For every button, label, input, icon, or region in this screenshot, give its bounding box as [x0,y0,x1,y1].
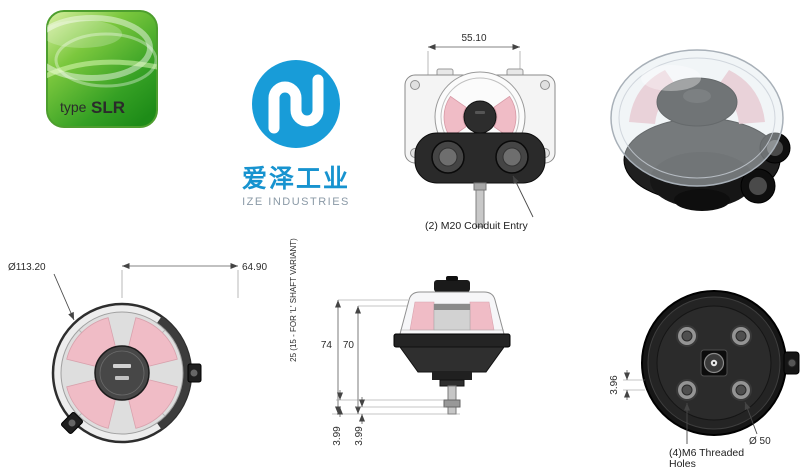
front-view-drawing [393,276,511,415]
conduit-annotation: (2) M20 Conduit Entry [425,175,534,232]
flange [393,333,511,348]
dim-offset-64-90: 64.90 [121,262,267,298]
dim-label-d50: Ø 50 [749,436,771,447]
top-cap [434,280,470,292]
dim-label-3-99-a: 3.99 [332,426,343,446]
ize-chinese-name: 爱泽工业 [241,165,350,193]
threaded-holes-note-line2: Holes [669,458,696,470]
iso-indicator-left [629,70,679,124]
conduit-entry-note: (2) M20 Conduit Entry [425,220,528,232]
dim-label-3-99-b: 3.99 [354,426,365,446]
dim-steps-3-99: 3.99 3.99 [332,390,460,446]
threaded-holes-annotation: (4)M6 Threaded Holes [669,403,744,470]
shaft-variant-note: 25 (15 - FOR 'L' SHAFT VARIANT) [289,238,298,362]
front-view: 25 (15 - FOR 'L' SHAFT VARIANT) 74 70 [289,238,511,446]
iso-view [610,49,791,211]
dim-height-74: 74 [321,299,408,414]
slr-logo-swirl [47,15,157,88]
housing-shadow [157,316,191,430]
shaft-collar [443,399,461,408]
slr-type-logo: type SLR [44,8,160,135]
dim-label-64-90: 64.90 [242,262,267,273]
dim-bolt-circle-50: Ø 50 [744,401,771,447]
ize-logo: 爱泽工业 IZE INDUSTRIES [232,58,360,208]
top-view: 55.10 (2) M20 Conduit Ent [404,33,556,232]
center-cap [94,345,150,401]
round-view-drawing [51,302,202,444]
slr-logo-graphic: type SLR [46,10,158,128]
iso-indicator-right [715,70,765,124]
dim-label-3-96: 3.96 [609,375,620,395]
dim-hole-offset-3-96: 3.96 [609,370,645,400]
center-cap [463,100,497,134]
dim-diameter-113-20: Ø113.20 [8,262,75,321]
bottom-view: 3.96 Ø 50 (4)M6 Threaded Holes [609,290,800,470]
dim-height-70: 70 [343,305,412,414]
bottom-view-drawing [641,290,800,436]
round-top-view: Ø113.20 64.90 [8,262,267,444]
slr-name-label: SLR [91,98,125,117]
top-view-drawing [404,68,556,228]
body-cone [399,346,505,373]
indicator-segment-left [443,95,467,139]
dim-label-74: 74 [321,340,333,351]
mount-tab-bottom-left [61,412,83,434]
threaded-holes-note-line1: (4)M6 Threaded [669,447,744,459]
dim-label-113-20: Ø113.20 [8,262,46,273]
dim-label-55-10: 55.10 [461,33,486,44]
ize-logo-mark-icon [252,60,340,148]
dim-label-70: 70 [343,340,355,351]
iso-transparent-dome [610,49,784,187]
ize-english-name: IZE INDUSTRIES [242,196,350,208]
slr-type-label: type [60,99,87,115]
iso-view-drawing [610,49,791,211]
